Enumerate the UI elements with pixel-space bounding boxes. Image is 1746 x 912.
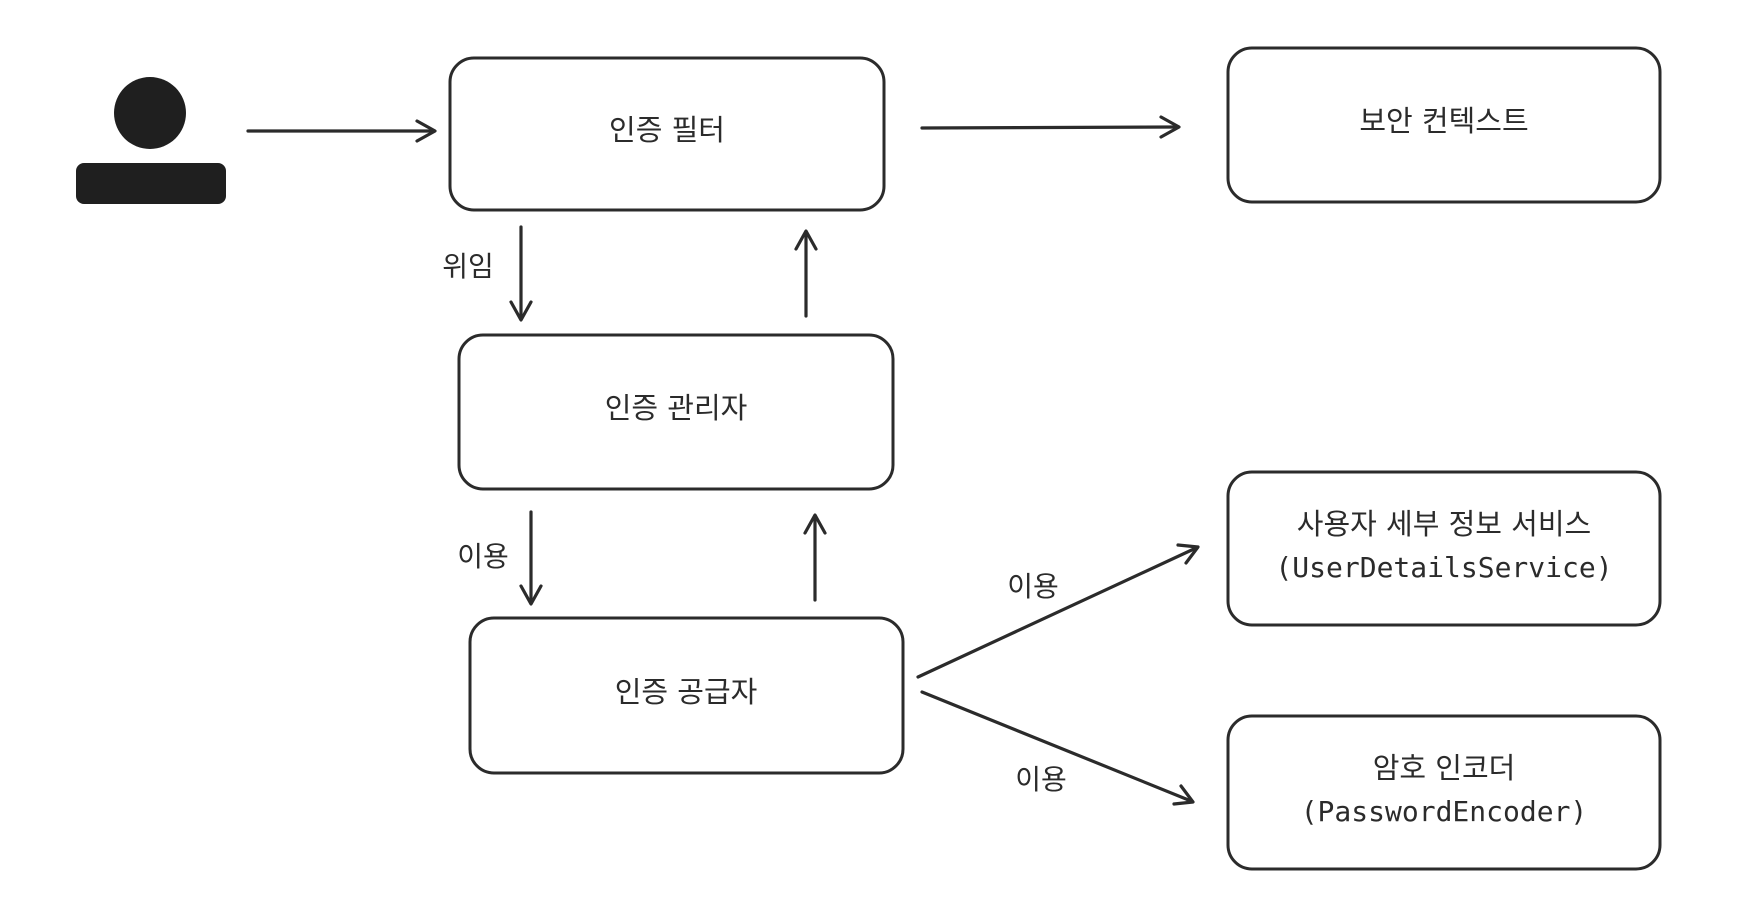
edge-label-use-user-details: 이용 [1007, 570, 1059, 603]
user-icon [76, 77, 226, 204]
auth-manager-label: 인증 관리자 [605, 391, 748, 425]
arrow-user-to-filter [246, 119, 437, 143]
arrow-provider-to-user-details [916, 543, 1200, 679]
auth-filter-label: 인증 필터 [609, 113, 725, 147]
arrow-manager-to-filter [794, 229, 818, 318]
edge-label-delegate: 위임 [442, 250, 494, 283]
security-context-label: 보안 컨텍스트 [1359, 104, 1528, 138]
security-context-node: 보안 컨텍스트 [1226, 46, 1662, 204]
auth-provider-label: 인증 공급자 [615, 675, 758, 709]
arrow-provider-to-manager [803, 513, 827, 602]
password-encoder-label: 암호 인코더 [1373, 751, 1516, 785]
user-details-service-label: 사용자 세부 정보 서비스 [1297, 507, 1591, 541]
arrow-filter-to-context [920, 115, 1181, 139]
password-encoder-node: 암호 인코더 (PasswordEncoder) [1226, 714, 1662, 871]
auth-manager-node: 인증 관리자 [457, 333, 895, 491]
auth-provider-node: 인증 공급자 [468, 616, 905, 775]
edge-label-use-encoder: 이용 [1015, 763, 1067, 796]
password-encoder-sublabel: (PasswordEncoder) [1301, 795, 1588, 828]
user-details-service-node: 사용자 세부 정보 서비스 (UserDetailsService) [1226, 470, 1662, 627]
edge-label-use-provider: 이용 [457, 540, 509, 573]
arrow-filter-to-manager [509, 225, 533, 322]
arrow-manager-to-provider [519, 510, 543, 606]
arrow-provider-to-encoder [920, 690, 1195, 806]
user-details-service-sublabel: (UserDetailsService) [1275, 551, 1612, 584]
auth-filter-node: 인증 필터 [448, 56, 886, 212]
